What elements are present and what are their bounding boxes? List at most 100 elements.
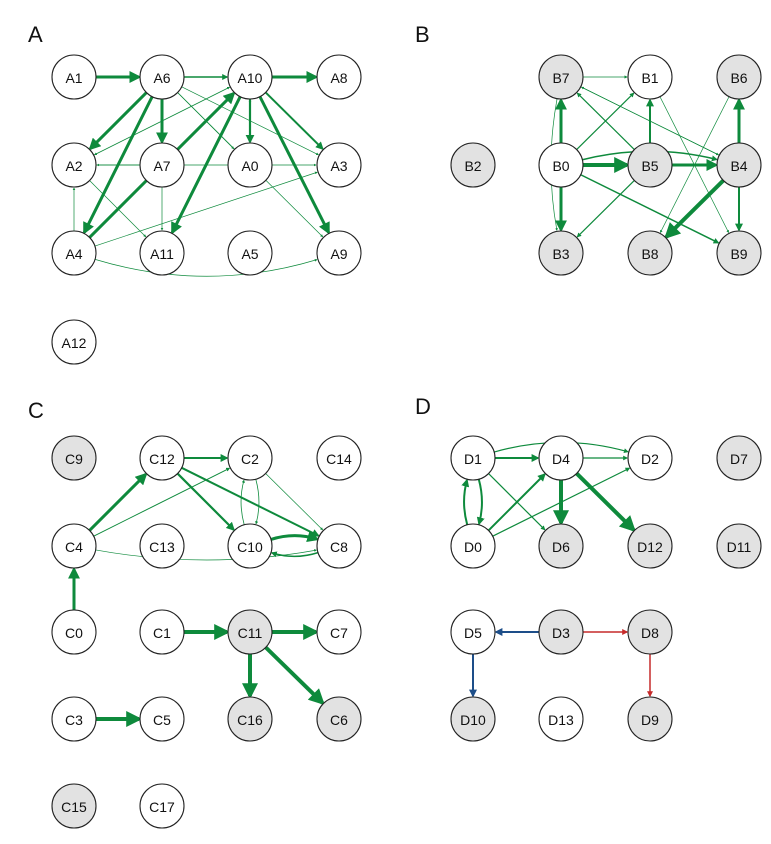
node-circle — [538, 54, 584, 100]
node-label: A3 — [330, 158, 347, 174]
node-c9: C9 — [51, 435, 97, 481]
node-circle — [716, 54, 762, 100]
node-d0: D0 — [450, 523, 496, 569]
node-circle — [627, 609, 673, 655]
node-d7: D7 — [716, 435, 762, 481]
node-label: B8 — [641, 246, 658, 262]
node-circle — [139, 142, 185, 188]
node-label: D10 — [460, 712, 486, 728]
node-circle — [51, 696, 97, 742]
node-label: C9 — [65, 451, 83, 467]
node-b3: B3 — [538, 230, 584, 276]
node-circle — [538, 230, 584, 276]
node-label: C1 — [153, 625, 171, 641]
node-label: C14 — [326, 451, 352, 467]
node-label: D9 — [641, 712, 659, 728]
node-d1: D1 — [450, 435, 496, 481]
node-circle — [51, 435, 97, 481]
node-label: C16 — [237, 712, 263, 728]
edge-b5-to-b7 — [576, 92, 635, 150]
edge-a2-to-a11 — [89, 180, 147, 238]
node-circle — [316, 696, 362, 742]
node-d2: D2 — [627, 435, 673, 481]
edge-a6-to-a4 — [82, 96, 154, 235]
node-label: D13 — [548, 712, 574, 728]
node-circle — [227, 609, 273, 655]
node-label: A10 — [238, 70, 263, 86]
edge-b1-to-b9 — [659, 96, 729, 233]
node-label: B7 — [552, 70, 569, 86]
panel-label-c: C — [28, 398, 44, 423]
node-c6: C6 — [316, 696, 362, 742]
edge-c10-to-c8 — [270, 530, 320, 542]
node-circle — [227, 230, 273, 276]
node-c17: C17 — [139, 783, 185, 829]
edge-c8-to-c10 — [270, 551, 319, 558]
node-b5: B5 — [627, 142, 673, 188]
node-b0: B0 — [538, 142, 584, 188]
node-d5: D5 — [450, 609, 496, 655]
node-circle — [450, 523, 496, 569]
node-label: C15 — [61, 799, 87, 815]
panel-label-b: B — [415, 22, 430, 47]
node-label: D0 — [464, 539, 482, 555]
node-circle — [450, 435, 496, 481]
node-label: A8 — [330, 70, 347, 86]
node-circle — [51, 230, 97, 276]
edge-c4-to-c12 — [88, 472, 148, 532]
node-circle — [538, 696, 584, 742]
node-label: C17 — [149, 799, 175, 815]
node-circle — [139, 435, 185, 481]
edge-b5-to-b3 — [576, 180, 635, 238]
node-d12: D12 — [627, 523, 673, 569]
node-label: C12 — [149, 451, 175, 467]
edge-a7-to-a10 — [177, 92, 235, 150]
node-a11: A11 — [139, 230, 185, 276]
node-c7: C7 — [316, 609, 362, 655]
node-b4: B4 — [716, 142, 762, 188]
node-d8: D8 — [627, 609, 673, 655]
edge-b0-to-b9 — [580, 174, 720, 244]
node-label: D1 — [464, 451, 482, 467]
edge-a10-to-a9 — [258, 95, 330, 235]
node-label: C0 — [65, 625, 83, 641]
node-b8: B8 — [627, 230, 673, 276]
node-label: C7 — [330, 625, 348, 641]
node-a0: A0 — [227, 142, 273, 188]
node-d13: D13 — [538, 696, 584, 742]
node-c0: C0 — [51, 609, 97, 655]
node-c11: C11 — [227, 609, 273, 655]
node-circle — [538, 523, 584, 569]
node-d3: D3 — [538, 609, 584, 655]
node-c14: C14 — [316, 435, 362, 481]
edge-c4-to-c8 — [95, 549, 317, 561]
edge-a6-to-a2 — [88, 91, 148, 151]
edge-a10-to-a11 — [170, 96, 242, 235]
node-c1: C1 — [139, 609, 185, 655]
node-c13: C13 — [139, 523, 185, 569]
node-circle — [450, 609, 496, 655]
node-label: C4 — [65, 539, 83, 555]
node-a6: A6 — [139, 54, 185, 100]
node-c15: C15 — [51, 783, 97, 829]
node-circle — [627, 435, 673, 481]
node-label: C13 — [149, 539, 175, 555]
node-circle — [627, 142, 673, 188]
node-circle — [316, 523, 362, 569]
node-circle — [139, 609, 185, 655]
edge-d1-to-d6 — [488, 473, 546, 531]
node-circle — [450, 696, 496, 742]
node-circle — [316, 435, 362, 481]
panel-label-a: A — [28, 22, 43, 47]
node-a8: A8 — [316, 54, 362, 100]
node-a7: A7 — [139, 142, 185, 188]
node-label: D12 — [637, 539, 663, 555]
node-label: D8 — [641, 625, 659, 641]
node-label: C5 — [153, 712, 171, 728]
node-label: A7 — [153, 158, 170, 174]
node-a10: A10 — [227, 54, 273, 100]
edge-b6-to-b8 — [660, 96, 730, 233]
node-c16: C16 — [227, 696, 273, 742]
node-circle — [316, 230, 362, 276]
edge-a4-to-a9 — [94, 258, 318, 277]
